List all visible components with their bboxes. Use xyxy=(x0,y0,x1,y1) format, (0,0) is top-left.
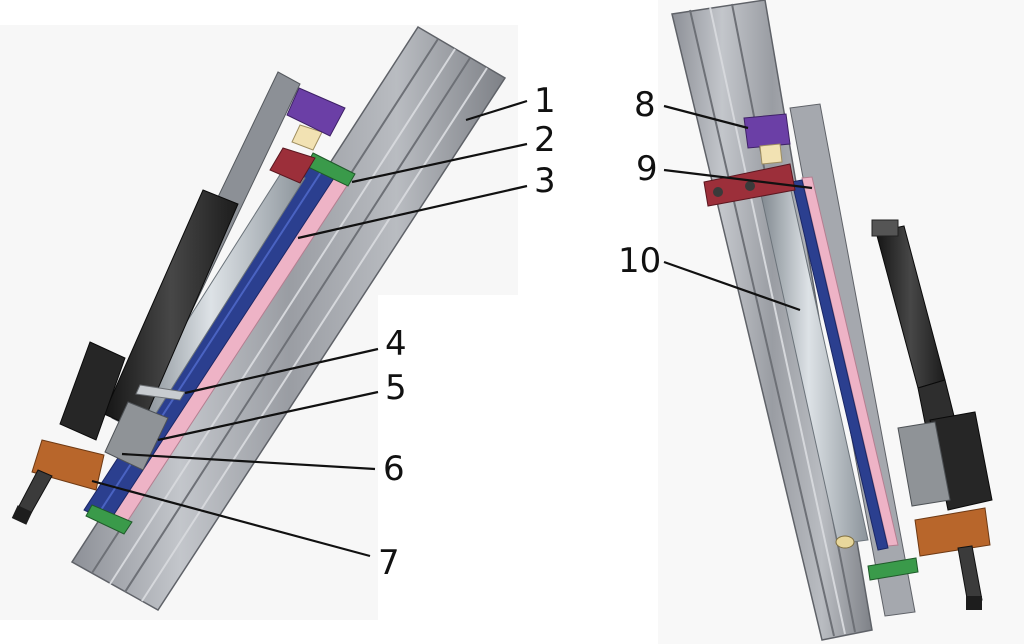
leader-7 xyxy=(91,479,371,558)
end-block-bottom-right xyxy=(867,557,919,581)
orange-plate-left xyxy=(31,439,105,491)
leader-1 xyxy=(465,99,528,122)
red-bracket-left xyxy=(269,147,316,184)
clip-left xyxy=(135,384,186,401)
leader-2 xyxy=(351,142,528,184)
purple-cap-left xyxy=(286,87,346,137)
blue-rail-right xyxy=(791,179,889,551)
leader-5 xyxy=(157,390,379,442)
callout-1: 1 xyxy=(534,81,556,121)
callout-2: 2 xyxy=(534,120,556,160)
right-view xyxy=(671,0,993,641)
leader-10 xyxy=(663,260,801,312)
callout-6: 6 xyxy=(383,449,405,489)
leader-6 xyxy=(121,452,376,471)
callout-7: 7 xyxy=(378,543,400,583)
callout-5: 5 xyxy=(385,368,407,408)
callout-8: 8 xyxy=(634,85,656,125)
leader-3 xyxy=(297,184,528,240)
bearing-right xyxy=(759,143,783,165)
callout-9: 9 xyxy=(636,149,658,189)
leader-lines xyxy=(91,99,813,558)
bearing-left xyxy=(291,124,323,151)
orange-plate-right xyxy=(914,507,991,557)
purple-cap-right xyxy=(743,113,791,149)
callout-4: 4 xyxy=(385,324,407,364)
callout-3: 3 xyxy=(534,161,556,201)
leader-9 xyxy=(663,168,813,190)
leader-8 xyxy=(663,104,749,130)
callout-10: 10 xyxy=(618,241,661,281)
callout-labels: 1 2 3 4 5 6 7 8 9 10 xyxy=(378,81,661,583)
carriage-right xyxy=(897,421,951,507)
carriage-left xyxy=(104,401,169,471)
leader-4 xyxy=(184,347,379,395)
connector-right xyxy=(871,219,899,237)
end-block-bottom-left xyxy=(85,504,133,535)
motor-housing-left xyxy=(59,341,126,441)
